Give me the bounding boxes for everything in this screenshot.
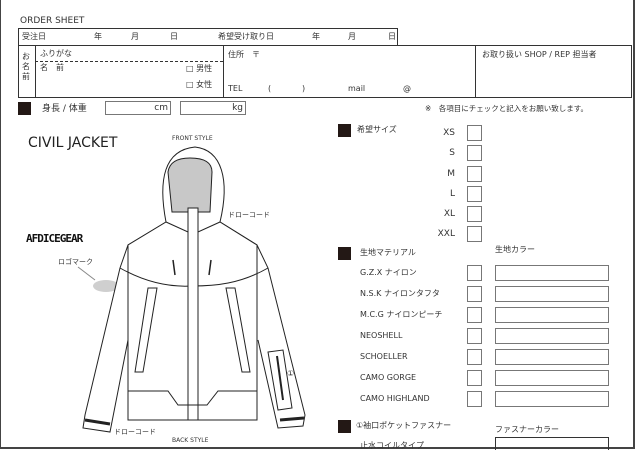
divider (223, 45, 224, 98)
material-color-input[interactable] (495, 307, 609, 323)
size-xxl-checkbox[interactable] (467, 226, 482, 242)
mail-label[interactable]: mail (348, 84, 366, 93)
sleeve-zipper (276, 355, 284, 401)
material-color-input[interactable] (495, 265, 609, 281)
order-year: 年 (94, 32, 102, 41)
furigana-label[interactable]: ふりがな (40, 49, 72, 58)
tel-label[interactable]: TEL (228, 84, 243, 93)
size-xl-checkbox[interactable] (467, 206, 482, 222)
drawcord-top-label: ドローコード (228, 211, 270, 219)
size-option-label: XL (443, 209, 455, 219)
material-option-label: SCHOELLER (360, 352, 408, 361)
height-input[interactable]: cm (105, 101, 171, 115)
weight-unit: kg (232, 103, 243, 113)
material-label: 生地マテリアル (360, 248, 416, 257)
hem-panel (128, 390, 257, 406)
divider (475, 45, 476, 98)
cuffs (84, 416, 305, 426)
address-label[interactable]: 住所 〒 (228, 50, 260, 59)
material-option-label: G.Z.X ナイロン (360, 268, 417, 277)
hood-drawcords (172, 259, 212, 276)
drawcord-bottom-label: ドローコード (114, 428, 156, 436)
material-color-label: 生地カラー (495, 245, 535, 254)
sleeve-pocket (267, 349, 293, 411)
size-xs-checkbox[interactable] (467, 125, 482, 141)
tel-paren-close: ) (302, 84, 306, 93)
order-date-label: 受注日 (22, 32, 46, 41)
logo-mark-label: ロゴマーク (58, 258, 93, 266)
furigana-divider (35, 61, 223, 62)
customer-box (18, 45, 632, 98)
pickup-date-label: 希望受け取り日 (218, 32, 274, 41)
section-square-icon (338, 124, 351, 137)
left-pocket (134, 287, 158, 373)
pickup-year: 年 (312, 32, 320, 41)
size-m-checkbox[interactable] (467, 166, 482, 182)
material-checkbox[interactable] (467, 391, 482, 407)
material-color-input[interactable] (495, 391, 609, 407)
pickup-month: 月 (348, 32, 356, 41)
divider (35, 45, 36, 98)
material-color-input[interactable] (495, 370, 609, 386)
pickup-day: 日 (388, 32, 396, 41)
order-day: 日 (170, 32, 178, 41)
sleeve-marker: ① (287, 369, 295, 378)
product-name: CIVIL JACKET (28, 135, 118, 151)
at-sign: @ (403, 84, 411, 93)
name-label[interactable]: 名 前 (40, 63, 64, 72)
size-l-checkbox[interactable] (467, 186, 482, 202)
front-zipper (187, 207, 199, 421)
zipper-color-input[interactable] (495, 437, 609, 450)
section-square-icon (338, 420, 351, 433)
body-label: 身長 / 体重 (42, 104, 87, 114)
section-square-icon (338, 247, 351, 260)
size-s-checkbox[interactable] (467, 145, 482, 161)
material-color-input[interactable] (495, 328, 609, 344)
material-checkbox[interactable] (467, 265, 482, 281)
zipper-color-label: ファスナーカラー (495, 425, 559, 434)
zipper-option-label: 止水コイルタイプ (360, 441, 424, 450)
sheet-title: ORDER SHEET (20, 16, 85, 26)
material-option-label: CAMO HIGHLAND (360, 394, 430, 403)
material-option-label: CAMO GORGE (360, 373, 417, 382)
size-option-label: XXL (437, 229, 455, 239)
size-option-label: M (447, 169, 455, 179)
front-style-label: FRONT STYLE (172, 135, 213, 142)
material-option-label: NEOSHELL (360, 331, 403, 340)
male-checkbox[interactable]: □ 男性 (186, 64, 213, 73)
size-label: 希望サイズ (357, 125, 397, 134)
height-unit: cm (154, 103, 168, 113)
size-option-label: L (449, 189, 455, 199)
female-checkbox[interactable]: □ 女性 (186, 80, 213, 89)
jacket-illustration (77, 146, 306, 433)
material-checkbox[interactable] (467, 328, 482, 344)
back-style-label: BACK STYLE (172, 437, 209, 444)
material-checkbox[interactable] (467, 286, 482, 302)
weight-input[interactable]: kg (180, 101, 246, 115)
section-square-icon (18, 102, 31, 115)
brand-logo: AFDICEGEAR (26, 232, 83, 245)
logo-position-ellipse (93, 280, 119, 292)
face-opening (167, 157, 213, 213)
material-checkbox[interactable] (467, 349, 482, 365)
material-checkbox[interactable] (467, 307, 482, 323)
shop-rep-label[interactable]: お取り扱い SHOP / REP 担当者 (482, 50, 597, 59)
material-color-input[interactable] (495, 286, 609, 302)
tel-paren-open: ( (268, 84, 272, 93)
size-option-label: XS (443, 128, 455, 138)
material-option-label: N.S.K ナイロンタフタ (360, 289, 440, 298)
logo-pointer-line (77, 266, 96, 281)
size-option-label: S (449, 148, 455, 158)
material-checkbox[interactable] (467, 370, 482, 386)
order-month: 月 (131, 32, 139, 41)
material-color-input[interactable] (495, 349, 609, 365)
zipper-label: ①袖口ポケットファスナー (356, 421, 452, 430)
instruction-note: ※ 各項目にチェックと記入をお願い致します。 (425, 104, 589, 113)
material-option-label: M.C.G ナイロンピーチ (360, 310, 443, 319)
right-pocket (225, 287, 251, 373)
name-section-label: お名前 (22, 52, 30, 81)
